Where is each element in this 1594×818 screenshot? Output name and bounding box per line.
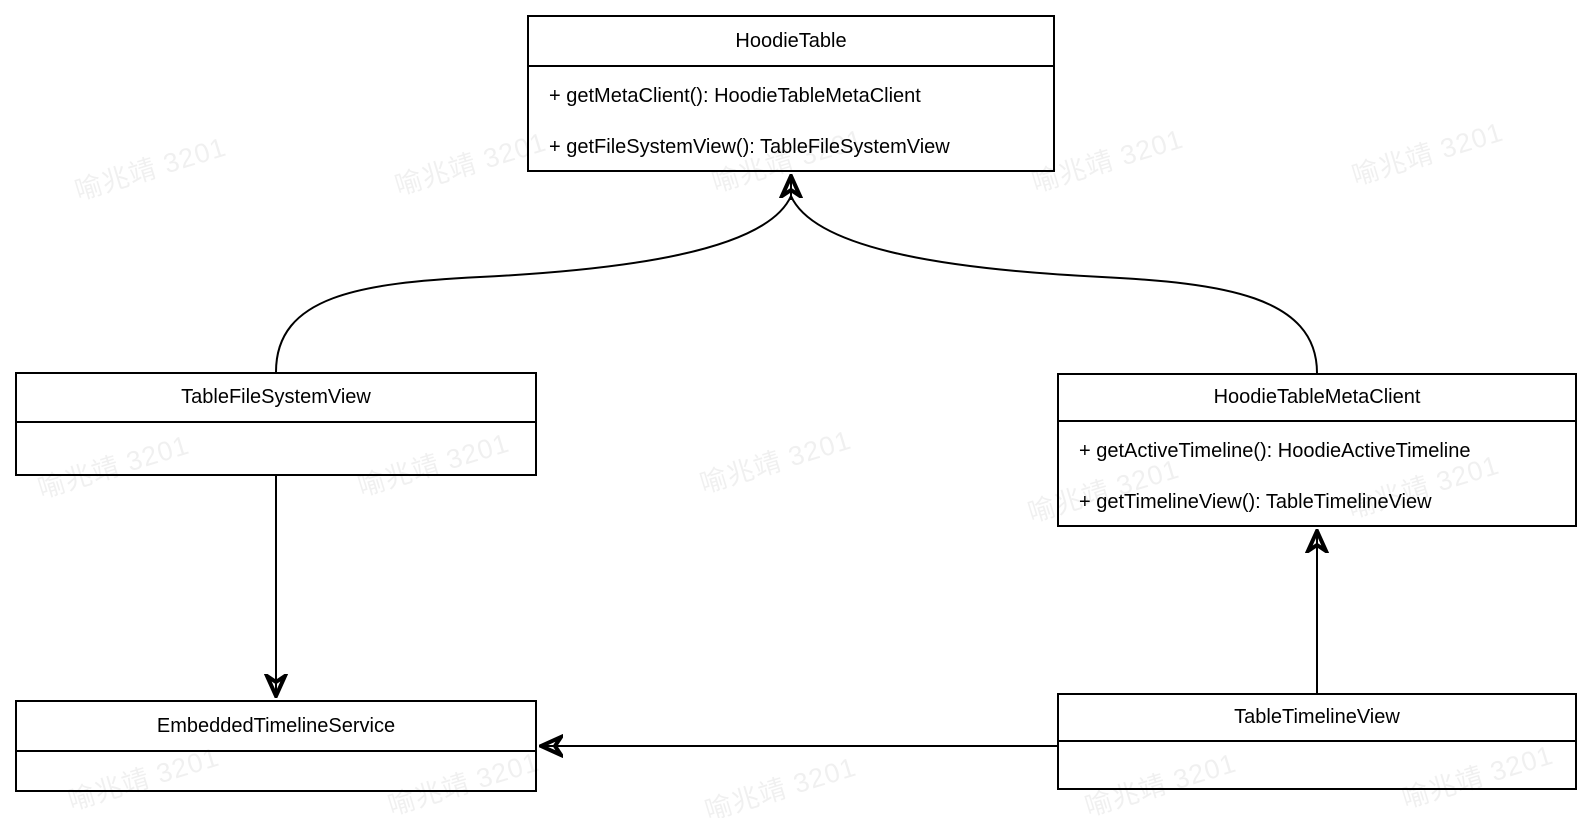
watermark-text: 喻兆靖 3201	[696, 424, 855, 500]
class-method: + getMetaClient(): HoodieTableMetaClient	[549, 85, 921, 107]
watermark-text: 喻兆靖 3201	[1348, 116, 1507, 192]
class-box-table-timeline-view: TableTimelineView	[1057, 693, 1577, 790]
class-title: HoodieTableMetaClient	[1059, 375, 1575, 422]
class-method: + getTimelineView(): TableTimelineView	[1079, 491, 1432, 513]
class-box-embedded-timeline-service: EmbeddedTimelineService	[15, 700, 537, 792]
arrow-hoodietablemetaclient-to-hoodietable	[790, 195, 1318, 374]
class-members-empty	[1059, 742, 1575, 746]
class-box-hoodie-table-meta-client: HoodieTableMetaClient + getActiveTimelin…	[1057, 373, 1577, 527]
class-members-empty	[17, 423, 535, 427]
class-title: TableFileSystemView	[17, 374, 535, 423]
class-title: HoodieTable	[529, 17, 1053, 67]
class-members: + getMetaClient(): HoodieTableMetaClient…	[529, 67, 1053, 173]
class-box-hoodie-table: HoodieTable + getMetaClient(): HoodieTab…	[527, 15, 1055, 172]
class-members: + getActiveTimeline(): HoodieActiveTimel…	[1059, 422, 1575, 528]
class-method: + getActiveTimeline(): HoodieActiveTimel…	[1079, 440, 1471, 462]
watermark-text: 喻兆靖 3201	[701, 751, 860, 818]
watermark-text: 喻兆靖 3201	[71, 131, 230, 207]
class-method: + getFileSystemView(): TableFileSystemVi…	[549, 136, 950, 158]
class-box-table-file-system-view: TableFileSystemView	[15, 372, 537, 476]
class-members-empty	[17, 752, 535, 756]
class-title: EmbeddedTimelineService	[17, 702, 535, 752]
arrow-tablefilesystemview-to-hoodietable	[275, 195, 792, 373]
class-title: TableTimelineView	[1059, 695, 1575, 742]
